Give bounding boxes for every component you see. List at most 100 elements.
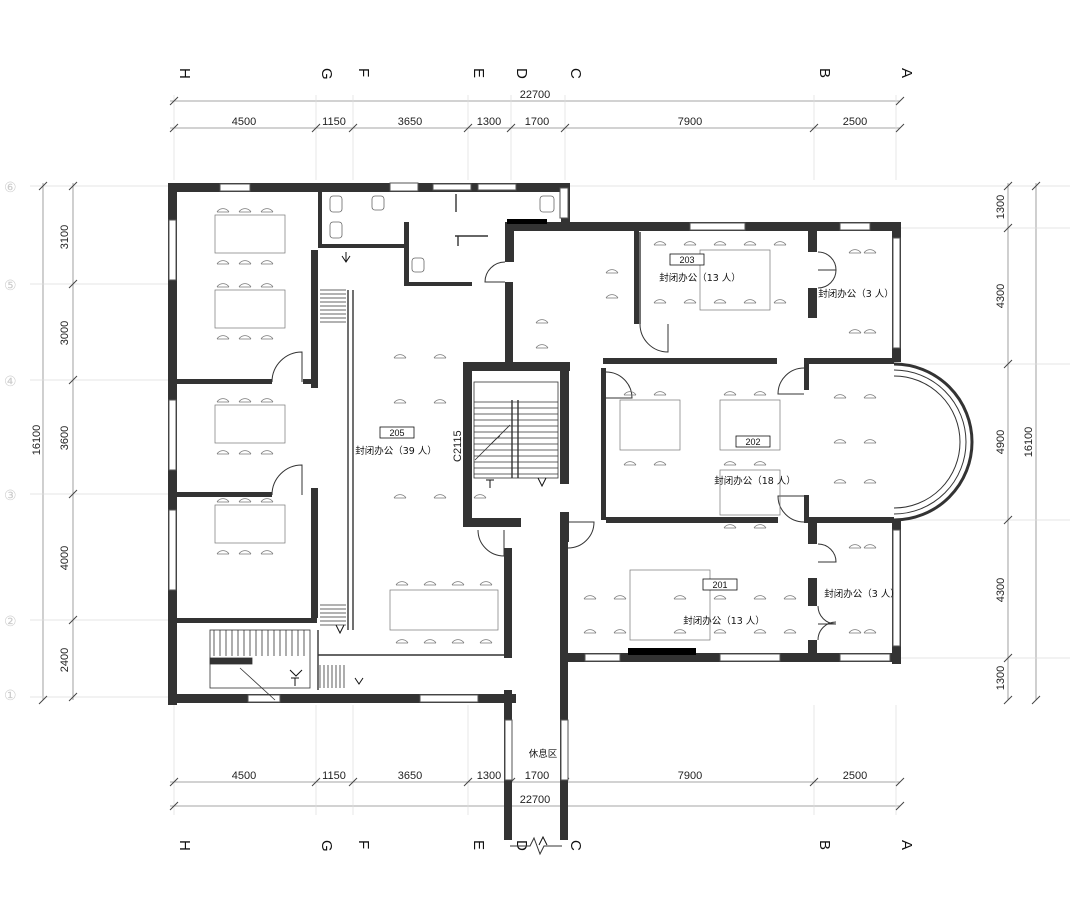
chair <box>863 544 877 549</box>
dimension-segment: 1150 <box>322 770 346 782</box>
chair <box>653 461 667 466</box>
desk <box>389 589 499 631</box>
desk <box>719 399 781 451</box>
chair <box>613 629 627 634</box>
axis-label-a: A <box>898 840 915 850</box>
chair <box>783 629 797 634</box>
dimension-segment: 1300 <box>995 666 1007 690</box>
chair <box>260 208 274 213</box>
room-201: 201 封闭办公（13 人） <box>683 578 765 627</box>
room-203: 203 封闭办公（13 人） <box>659 253 741 284</box>
chair <box>723 391 737 396</box>
axis-label-h: H <box>176 68 193 79</box>
dimension-total: 16100 <box>1023 427 1035 458</box>
chair <box>848 249 862 254</box>
room-202: 202 封闭办公（18 人） <box>714 435 796 487</box>
rest-area-label: 休息区 <box>529 748 558 760</box>
dimension-segment: 2500 <box>843 116 867 128</box>
dimension-segment: 1150 <box>322 116 346 128</box>
dimension-segment: 1700 <box>525 116 549 128</box>
dimension-segment: 1700 <box>525 770 549 782</box>
chair <box>753 461 767 466</box>
chair <box>260 335 274 340</box>
dimension-total: 22700 <box>520 89 551 101</box>
chair <box>260 398 274 403</box>
chair <box>238 498 252 503</box>
chair <box>833 394 847 399</box>
dimension-segment: 1300 <box>477 770 501 782</box>
chair <box>216 260 230 265</box>
desk <box>719 469 781 516</box>
chair <box>433 399 447 404</box>
chair <box>753 524 767 529</box>
chair <box>260 283 274 288</box>
chair <box>216 208 230 213</box>
dimension-segment: 4900 <box>995 430 1007 454</box>
secondary-stair <box>209 629 311 701</box>
fixtures <box>329 195 555 273</box>
room-205: 205 封闭办公（39 人） <box>355 426 437 457</box>
row-marker: ⑤ <box>4 277 17 293</box>
dimension-segment: 2500 <box>843 770 867 782</box>
chair <box>451 581 465 586</box>
dimension-segment: 4300 <box>995 578 1007 602</box>
chair <box>683 241 697 246</box>
chair <box>238 550 252 555</box>
dimension-total: 16100 <box>31 425 43 456</box>
chair <box>535 319 549 324</box>
dimension-segment: 4300 <box>995 284 1007 308</box>
desk <box>619 399 681 451</box>
chair <box>395 581 409 586</box>
dimension-segment: 3600 <box>59 426 71 450</box>
window-tag: C2115 <box>452 430 464 462</box>
chair <box>653 391 667 396</box>
chair <box>260 450 274 455</box>
chair <box>613 595 627 600</box>
chair <box>753 391 767 396</box>
room-number: 201 <box>712 580 727 590</box>
chair <box>238 283 252 288</box>
chair <box>683 299 697 304</box>
break-mark <box>510 836 562 856</box>
chair <box>433 494 447 499</box>
chair <box>393 494 407 499</box>
chair <box>863 439 877 444</box>
chair <box>216 335 230 340</box>
row-marker: ⑥ <box>4 179 17 195</box>
dimension-segment: 3650 <box>398 770 422 782</box>
chair <box>848 629 862 634</box>
desk <box>214 289 286 329</box>
chair <box>583 629 597 634</box>
row-marker: ④ <box>4 373 17 389</box>
row-marker: ② <box>4 613 17 629</box>
chair <box>238 260 252 265</box>
stair-arrows <box>289 252 548 846</box>
dimension-segment: 1300 <box>477 116 501 128</box>
chair <box>395 639 409 644</box>
main-stair <box>473 381 559 479</box>
chair <box>433 354 447 359</box>
chair <box>216 450 230 455</box>
dimension-segment: 4000 <box>59 546 71 570</box>
chair <box>216 550 230 555</box>
chair <box>605 294 619 299</box>
room-number: 203 <box>679 255 694 265</box>
chair <box>451 639 465 644</box>
dimension-lines <box>30 95 1070 815</box>
chair <box>216 398 230 403</box>
dimension-segment: 3650 <box>398 116 422 128</box>
dimensions-left: 16100 3100 3000 3600 4000 2400 <box>31 225 71 672</box>
chair <box>723 461 737 466</box>
desk <box>699 249 771 311</box>
desk <box>214 504 286 544</box>
door-swings <box>271 251 837 641</box>
windows <box>168 182 901 781</box>
axis-label-a: A <box>898 68 915 78</box>
chair <box>623 391 637 396</box>
chair <box>238 398 252 403</box>
chair <box>743 241 757 246</box>
chair <box>713 299 727 304</box>
chair <box>673 595 687 600</box>
chair <box>260 498 274 503</box>
dimension-segment: 7900 <box>678 770 702 782</box>
